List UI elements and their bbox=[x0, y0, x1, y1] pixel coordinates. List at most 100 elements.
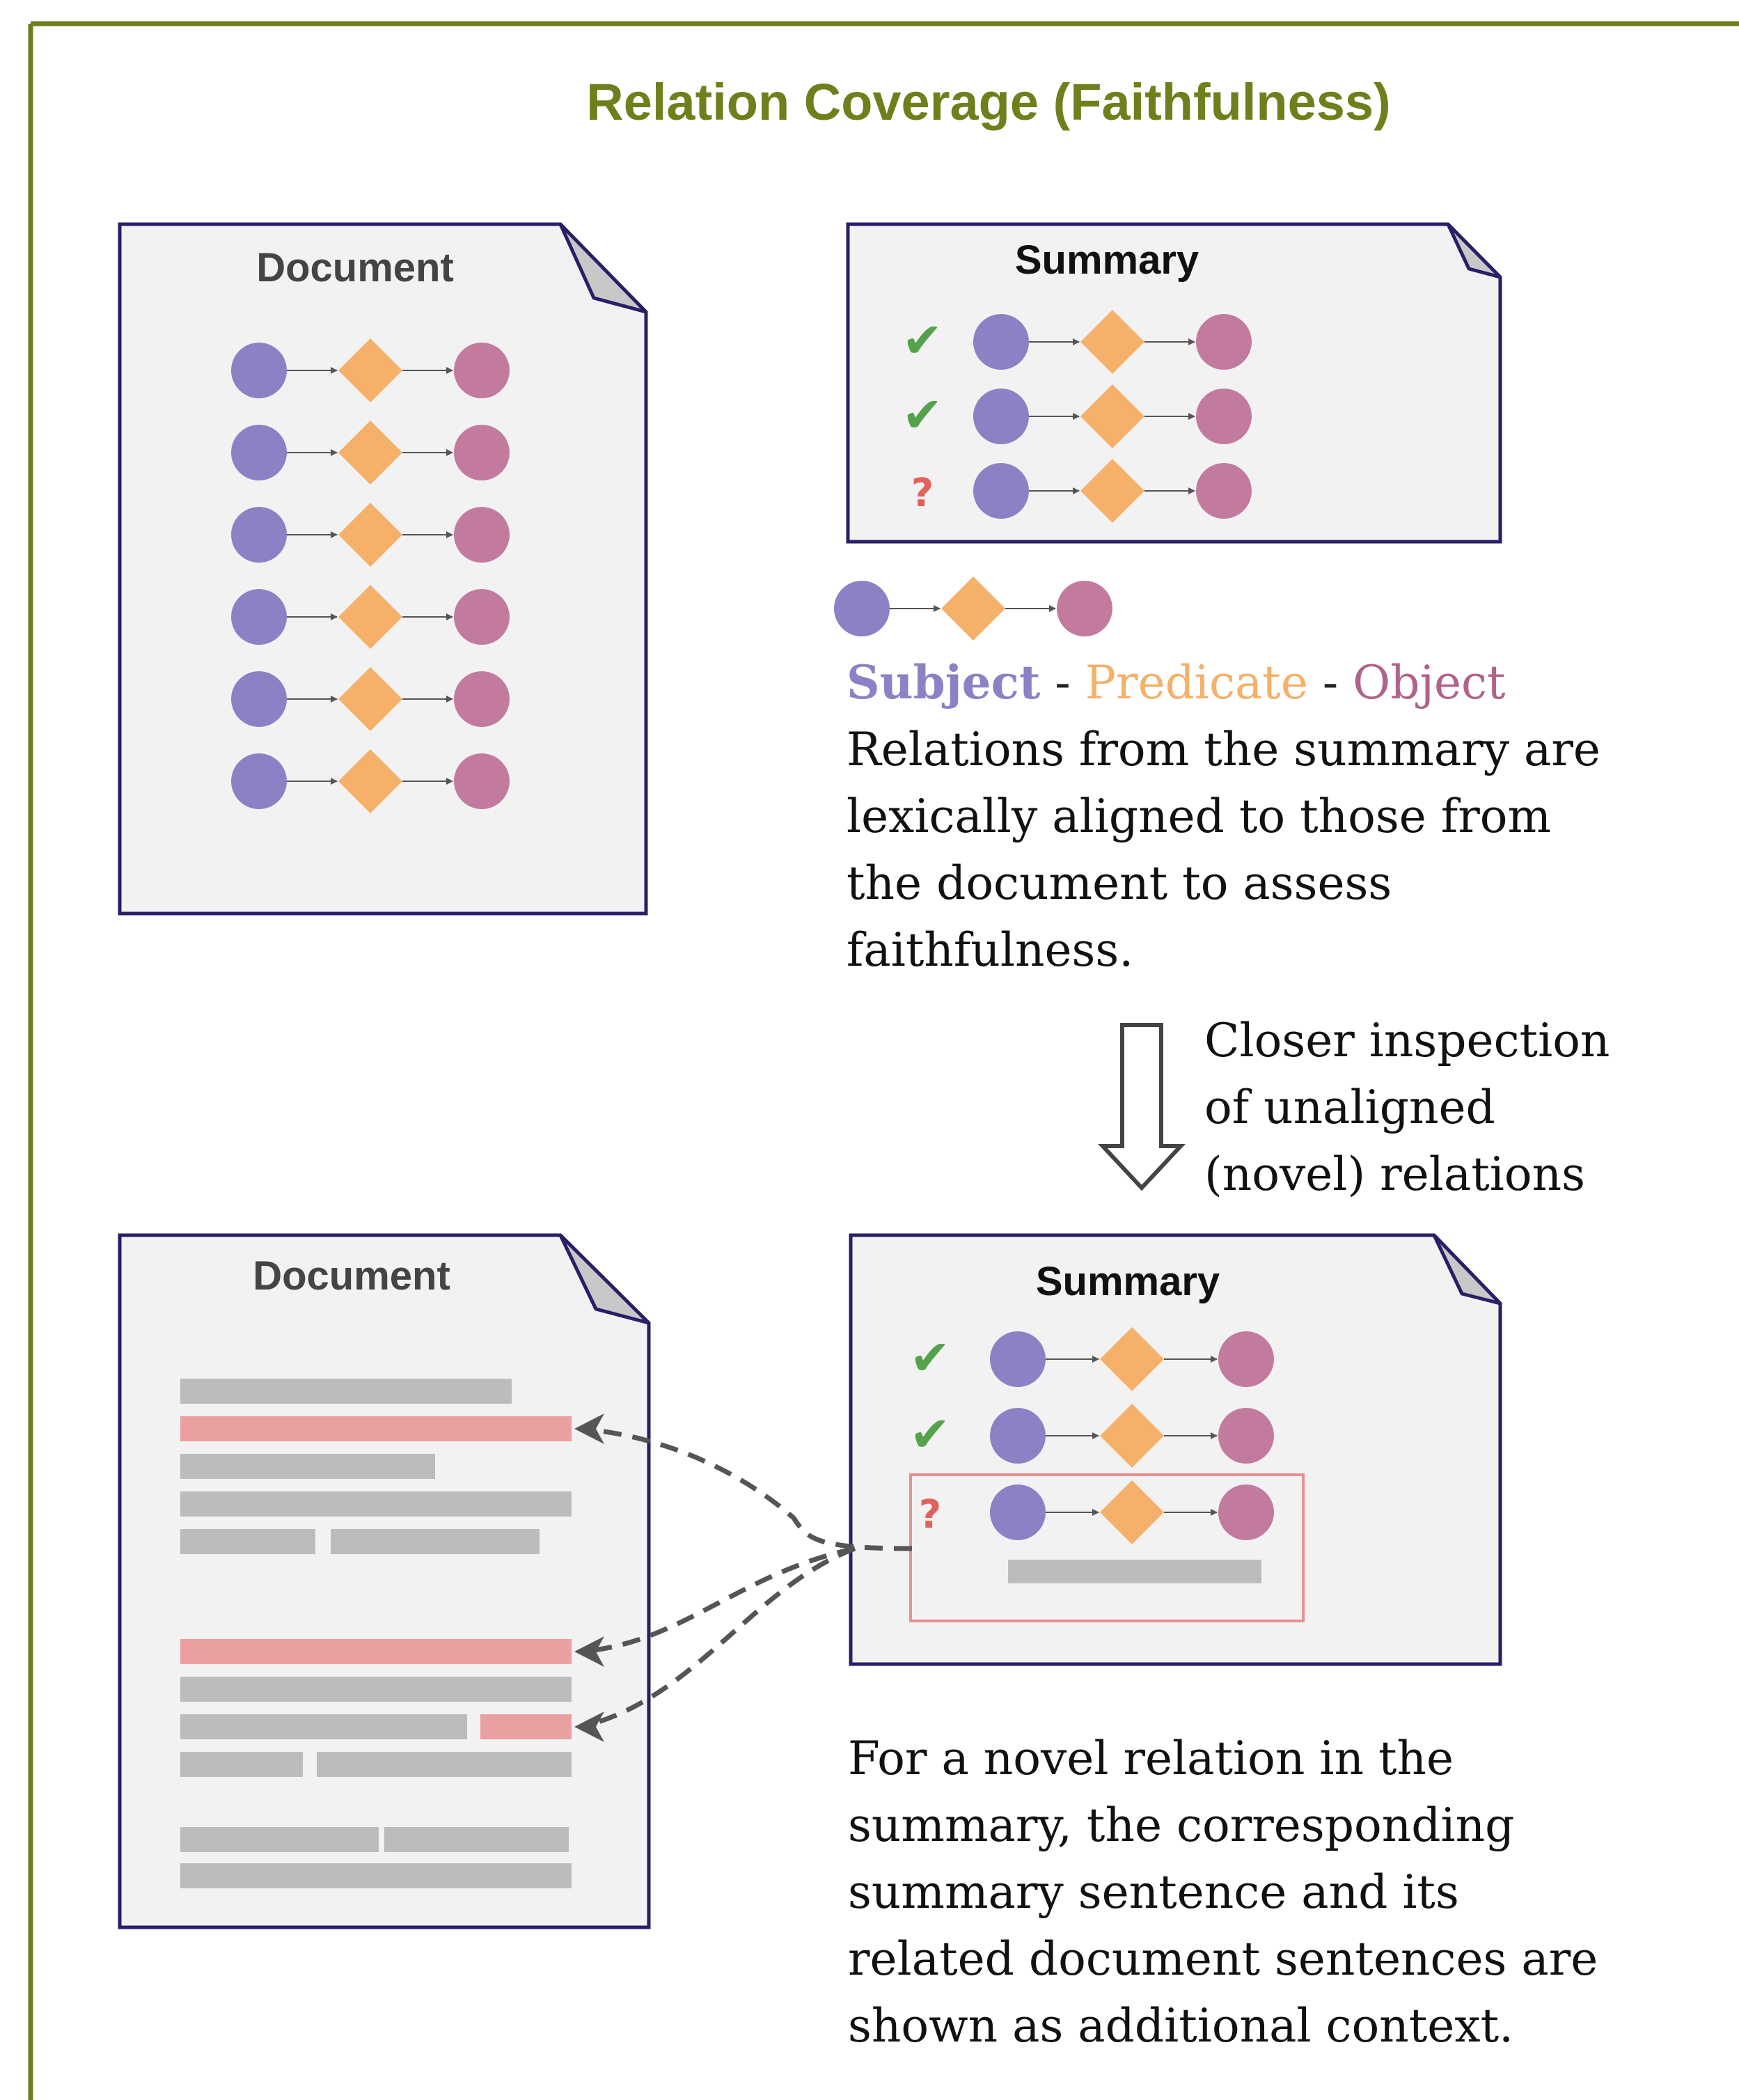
object-node bbox=[1057, 581, 1112, 636]
object-node bbox=[454, 425, 510, 480]
predicate-node bbox=[1100, 1327, 1164, 1391]
subject-node bbox=[973, 389, 1029, 444]
sentence-line bbox=[180, 1454, 435, 1479]
description-bottom-line: summary, the corresponding bbox=[848, 1799, 1514, 1852]
predicate-node bbox=[1100, 1480, 1164, 1544]
connector-arrowhead bbox=[574, 1636, 604, 1667]
summary-bottom-relations: ✔✔? bbox=[910, 1327, 1274, 1544]
document-sentences bbox=[180, 1379, 572, 1888]
sentence-line bbox=[180, 1714, 467, 1739]
legend-object: Object bbox=[1353, 656, 1505, 710]
object-node bbox=[1218, 1331, 1274, 1387]
legend-subject: Subject bbox=[847, 655, 1041, 710]
object-node bbox=[454, 507, 510, 563]
inspection-line: of unaligned bbox=[1204, 1081, 1495, 1134]
sentence-line bbox=[180, 1529, 315, 1554]
sentence-line bbox=[180, 1752, 303, 1777]
sentence-line bbox=[180, 1827, 379, 1852]
connector-arrowhead bbox=[574, 1413, 604, 1444]
inspection-line: Closer inspection bbox=[1204, 1014, 1610, 1067]
connector-to-sentence-2 bbox=[581, 1546, 856, 1654]
predicate-node bbox=[1100, 1404, 1164, 1468]
predicate-node bbox=[338, 585, 402, 649]
object-node bbox=[1196, 314, 1252, 370]
object-node bbox=[454, 753, 510, 809]
subject-node bbox=[231, 753, 287, 809]
sentence-line bbox=[384, 1827, 569, 1852]
connector-to-sentence-3 bbox=[581, 1546, 856, 1730]
summary-bottom-label: Summary bbox=[1036, 1259, 1220, 1304]
description-top-line: the document to assess bbox=[847, 856, 1392, 910]
sentence-line-highlighted bbox=[180, 1639, 572, 1664]
subject-node bbox=[973, 314, 1029, 370]
summary-top-label: Summary bbox=[1015, 237, 1199, 283]
legend-relation-triple bbox=[834, 577, 1112, 641]
check-mark-icon: ✔ bbox=[910, 1406, 951, 1463]
sentence-line bbox=[180, 1379, 512, 1404]
subject-node bbox=[231, 671, 287, 727]
description-bottom-line: shown as additional context. bbox=[848, 1999, 1513, 2053]
sentence-line bbox=[180, 1863, 572, 1888]
check-mark-icon: ✔ bbox=[902, 386, 943, 444]
object-node bbox=[1196, 463, 1252, 519]
description-bottom-line: For a novel relation in the bbox=[848, 1732, 1454, 1785]
summary-sentence-line bbox=[1008, 1560, 1261, 1583]
question-mark-icon: ? bbox=[919, 1492, 941, 1537]
object-node bbox=[454, 671, 510, 727]
object-node bbox=[454, 589, 510, 645]
description-top: Relations from the summary are lexically… bbox=[847, 723, 1600, 977]
summary-top-relations: ✔ ✔? bbox=[902, 310, 1252, 523]
subject-node bbox=[834, 581, 890, 636]
document-bottom: Document bbox=[118, 1233, 651, 1929]
description-bottom: For a novel relation in the summary, the… bbox=[848, 1732, 1598, 2053]
sentence-line bbox=[180, 1677, 572, 1702]
subject-node bbox=[973, 463, 1029, 519]
description-bottom-line: related document sentences are bbox=[848, 1932, 1598, 1986]
connector-arrowheads bbox=[574, 1413, 604, 1742]
diagram-title: Relation Coverage (Faithfulness) bbox=[586, 73, 1390, 131]
predicate-node bbox=[1080, 459, 1144, 523]
connector-arrowhead bbox=[574, 1711, 604, 1742]
question-mark-icon: ? bbox=[911, 471, 934, 516]
document-top-label: Document bbox=[256, 245, 454, 290]
legend-sep-1: - bbox=[1040, 656, 1085, 710]
subject-node bbox=[990, 1331, 1046, 1387]
predicate-node bbox=[338, 667, 402, 731]
subject-node bbox=[231, 343, 287, 398]
subject-node bbox=[231, 507, 287, 563]
subject-node bbox=[990, 1408, 1046, 1464]
subject-node bbox=[231, 425, 287, 480]
inspection-line: (novel) relations bbox=[1204, 1147, 1585, 1201]
sentence-line-highlighted bbox=[480, 1714, 572, 1739]
summary-bottom: Summary ✔✔? bbox=[849, 1233, 1502, 1666]
alignment-connectors bbox=[581, 1426, 913, 1730]
connector-to-sentence-1 bbox=[581, 1426, 913, 1551]
document-top: Document bbox=[118, 222, 648, 916]
check-mark-icon: ✔ bbox=[902, 312, 943, 369]
object-node bbox=[1218, 1484, 1274, 1540]
sentence-line bbox=[180, 1491, 572, 1517]
predicate-node bbox=[338, 749, 402, 813]
legend-sep-2: - bbox=[1308, 656, 1353, 710]
predicate-node bbox=[941, 577, 1005, 641]
predicate-node bbox=[338, 503, 402, 567]
sentence-line bbox=[317, 1752, 572, 1777]
predicate-node bbox=[338, 338, 402, 402]
predicate-node bbox=[338, 421, 402, 485]
description-bottom-line: summary sentence and its bbox=[848, 1865, 1459, 1919]
sentence-line bbox=[331, 1529, 540, 1554]
inspection-text: Closer inspection of unaligned (novel) r… bbox=[1204, 1014, 1610, 1201]
sentence-line-highlighted bbox=[180, 1416, 572, 1441]
object-node bbox=[454, 343, 510, 398]
description-top-line: faithfulness. bbox=[847, 923, 1133, 977]
document-top-relations bbox=[231, 338, 510, 813]
subject-node bbox=[231, 589, 287, 645]
legend-predicate: Predicate bbox=[1085, 656, 1308, 710]
description-top-line: lexically aligned to those from bbox=[847, 790, 1551, 843]
object-node bbox=[1196, 389, 1252, 444]
down-arrow bbox=[1098, 1023, 1186, 1191]
legend-text: Subject - Predicate - Object bbox=[847, 655, 1506, 710]
predicate-node bbox=[1080, 384, 1144, 448]
document-bottom-label: Document bbox=[253, 1253, 450, 1299]
